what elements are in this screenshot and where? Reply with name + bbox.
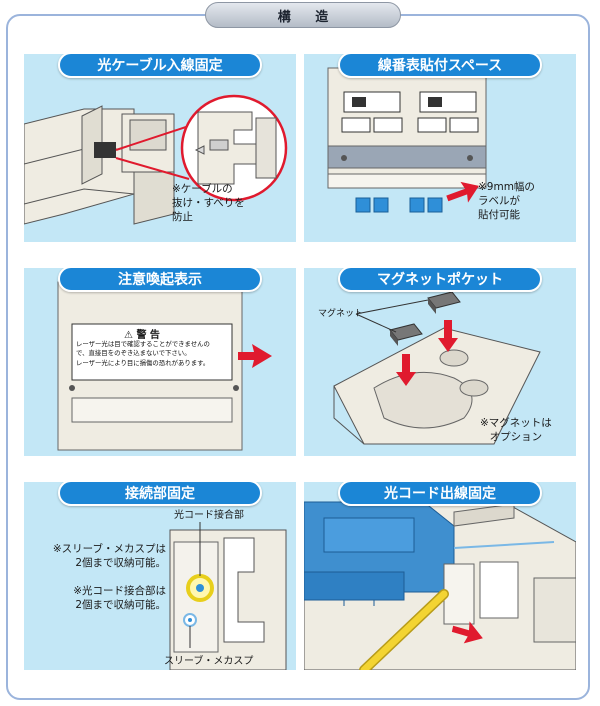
cable-entry-illustration: [24, 94, 288, 225]
splice-note-1: ※スリーブ・メカスプは 2個まで収納可能。: [52, 543, 166, 570]
cable-entry-note: ※ケーブルの 抜け・すべりを 防止: [172, 183, 245, 224]
panel-title: 光コード出線固定: [338, 482, 542, 506]
header-title: 構 造: [205, 2, 401, 28]
panel-title: 接続部固定: [58, 482, 262, 506]
panel-label-space: 線番表貼付スペース ※9mm幅の ラベルが 貼付可能: [304, 54, 576, 242]
cord-exit-illustration: [304, 501, 576, 670]
magnet-pocket-illustration: [333, 291, 541, 445]
panel-caution: 注意喚起表示 ⚠ 警 告 レーザー光は目で確認することができませんの で、直接目…: [24, 268, 296, 456]
label-space-illustration: [327, 67, 487, 213]
splice-note-2: ※光コード接合部は 2個まで収納可能。: [73, 585, 166, 612]
splice-fixing-illustration: [169, 522, 287, 670]
magnet-pocket-note: ※マグネットは オプション: [480, 417, 552, 444]
panel-title: マグネットポケット: [338, 268, 542, 292]
splice-label-bottom: スリーブ・メカスプ: [164, 656, 254, 667]
panel-title: 注意喚起表示: [58, 268, 262, 292]
panel-title: 光ケーブル入線固定: [58, 54, 262, 78]
panel-splice-fixing: 接続部固定 光コード接合部 スリーブ・メカスプ ※スリーブ・メカスプは 2個まで…: [24, 482, 296, 670]
panel-magnet-pocket: マグネットポケット マグネット ※マグネットは オプション: [304, 268, 576, 456]
label-space-note: ※9mm幅の ラベルが 貼付可能: [478, 181, 535, 222]
warning-text: レーザー光は目で確認することができませんの で、直接目をのぞき込まないで下さい。…: [76, 340, 210, 367]
panel-cord-exit: 光コード出線固定: [304, 482, 576, 670]
splice-label-top: 光コード接合部: [174, 510, 244, 521]
panel-title: 線番表貼付スペース: [338, 54, 542, 78]
panel-cable-entry: 光ケーブル入線固定 ※ケーブルの 抜け・すべりを 防止: [24, 54, 296, 242]
magnet-label: マグネット: [318, 309, 364, 319]
warning-heading: ⚠ 警 告: [124, 330, 160, 341]
caution-illustration: [57, 281, 272, 451]
